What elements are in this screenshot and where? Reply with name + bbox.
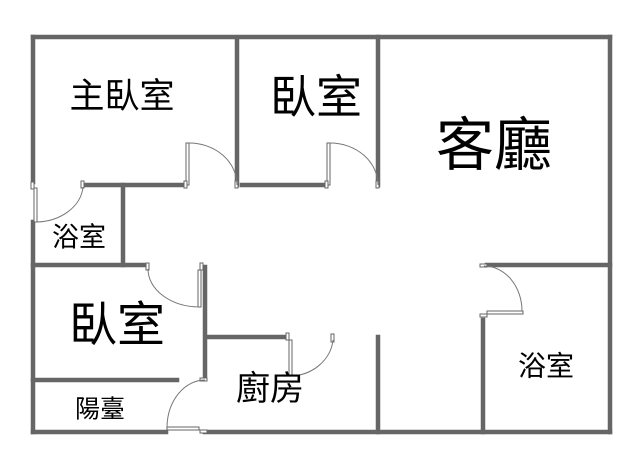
door-kitchen[interactable] — [285, 332, 335, 377]
door-bedroom-top[interactable] — [324, 142, 380, 189]
room-labels: 主臥室 臥室 客廳 浴室 臥室 廚房 陽臺 浴室 — [52, 70, 574, 424]
label-bedroom-left: 臥室 — [69, 297, 165, 353]
door-bedroom-left[interactable] — [145, 262, 204, 308]
doors — [30, 142, 524, 434]
label-bathroom-right: 浴室 — [518, 350, 574, 383]
door-master-bedroom[interactable] — [183, 142, 239, 189]
label-living-room: 客廳 — [436, 111, 552, 179]
label-bedroom-top: 臥室 — [270, 70, 362, 124]
label-bathroom-left: 浴室 — [52, 223, 106, 254]
label-balcony: 陽臺 — [75, 395, 125, 424]
door-balcony[interactable] — [166, 377, 208, 434]
door-bathroom-left[interactable] — [30, 180, 85, 223]
label-master-bedroom: 主臥室 — [69, 77, 174, 117]
door-bathroom-right[interactable] — [479, 263, 524, 318]
walls — [30, 34, 613, 435]
label-kitchen: 廚房 — [236, 369, 304, 409]
